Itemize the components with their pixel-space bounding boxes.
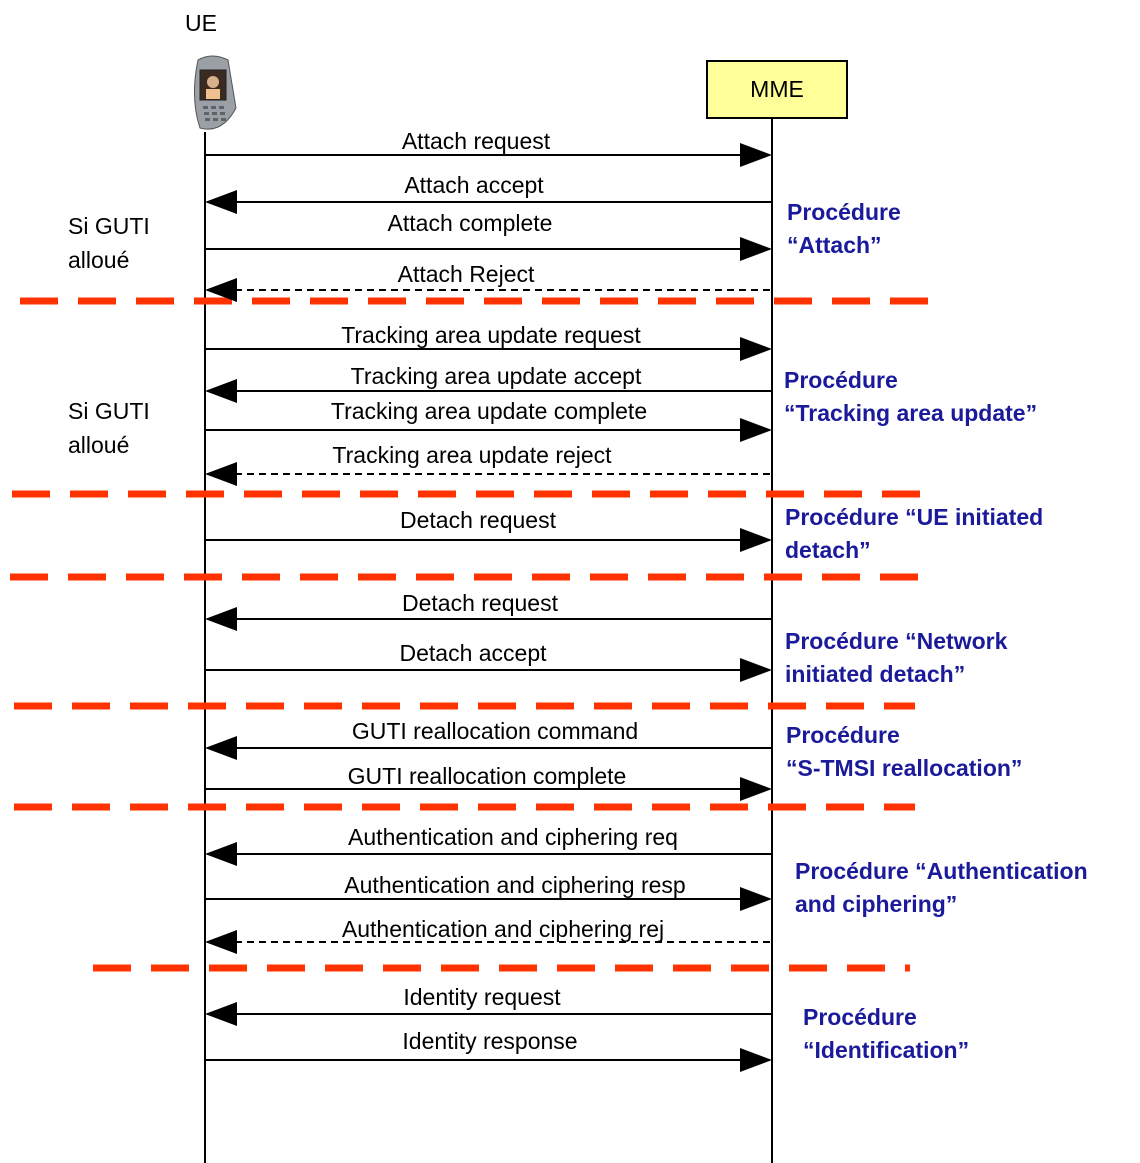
arrowhead (205, 278, 237, 302)
procedure-line: “Identification” (803, 1037, 970, 1063)
arrowhead (740, 418, 772, 442)
mme-label: MME (750, 76, 804, 102)
arrowhead (205, 462, 237, 486)
arrowhead (205, 842, 237, 866)
message-label: Attach accept (404, 172, 544, 198)
procedure-line: Procédure (803, 1004, 917, 1030)
message-label: Authentication and ciphering resp (344, 872, 686, 898)
message-label: Tracking area update reject (332, 442, 612, 468)
procedure-line: Procédure “Authentication (795, 858, 1088, 884)
arrowhead (205, 379, 237, 403)
arrowhead (740, 237, 772, 261)
procedure-line: Procédure (786, 722, 900, 748)
message-label: Tracking area update complete (330, 398, 648, 424)
procedure-label-network-detach: Procédure “Network initiated detach” (785, 625, 1007, 691)
arrowhead (740, 887, 772, 911)
message-label: Authentication and ciphering req (348, 824, 678, 850)
procedure-line: Procédure “Network (785, 628, 1008, 654)
procedure-line: “S-TMSI reallocation” (786, 755, 1023, 781)
arrowhead (740, 777, 772, 801)
message-label: Attach request (401, 128, 551, 154)
message-arrow (205, 607, 772, 631)
message-arrow (205, 1048, 772, 1072)
message-label: Identity request (403, 984, 561, 1010)
message-arrow (205, 143, 772, 167)
message-label: GUTI reallocation complete (347, 763, 627, 789)
mobile-phone-icon (193, 55, 237, 130)
note-line: alloué (68, 432, 130, 458)
procedure-label-attach: Procédure “Attach” (787, 196, 901, 262)
procedure-label-ue-detach: Procédure “UE initiated detach” (785, 501, 1043, 567)
arrowhead (740, 143, 772, 167)
arrowhead (205, 930, 237, 954)
message-arrow (205, 1002, 772, 1026)
message-arrow (205, 887, 772, 911)
procedure-line: initiated detach” (785, 661, 966, 687)
arrowhead (205, 736, 237, 760)
message-label: Attach Reject (397, 261, 535, 287)
message-label: Detach accept (399, 640, 547, 666)
arrowhead (740, 337, 772, 361)
arrowhead (740, 528, 772, 552)
arrowhead (740, 1048, 772, 1072)
message-arrow (205, 190, 772, 214)
message-arrow (205, 418, 772, 442)
message-label: GUTI reallocation command (351, 718, 639, 744)
arrowhead (740, 658, 772, 682)
procedure-line: detach” (785, 537, 871, 563)
message-label: Tracking area update request (341, 322, 641, 348)
procedure-line: Procédure (784, 367, 898, 393)
message-arrow (205, 658, 772, 682)
procedure-line: “Attach” (787, 232, 882, 258)
arrowhead (205, 607, 237, 631)
procedure-line: Procédure (787, 199, 901, 225)
reject-arrow (205, 278, 772, 302)
arrowhead (205, 190, 237, 214)
message-arrow (205, 842, 772, 866)
message-arrow (205, 736, 772, 760)
message-label: Identity response (402, 1028, 578, 1054)
message-arrow (205, 337, 772, 361)
note-line: Si GUTI (68, 213, 150, 239)
guti-note: Si GUTI alloué (68, 209, 150, 277)
message-label: Authentication and ciphering rej (341, 916, 665, 942)
arrowhead (205, 1002, 237, 1026)
message-arrow (205, 777, 772, 801)
note-line: alloué (68, 247, 130, 273)
procedure-label-auth: Procédure “Authentication and ciphering” (795, 855, 1088, 921)
message-arrow (205, 237, 772, 261)
procedure-label-tau: Procédure “Tracking area update” (784, 364, 1037, 430)
procedure-line: and ciphering” (795, 891, 958, 917)
procedure-line: “Tracking area update” (784, 400, 1038, 426)
reject-arrow (205, 462, 772, 486)
message-arrow (205, 528, 772, 552)
mme-box: MME (706, 60, 848, 119)
guti-note: Si GUTI alloué (68, 394, 150, 462)
procedure-label-identification: Procédure “Identification” (803, 1001, 969, 1067)
message-label: Attach complete (387, 210, 553, 236)
message-arrow (205, 379, 772, 403)
procedure-line: Procédure “UE initiated (785, 504, 1044, 530)
procedure-label-stmsi: Procédure “S-TMSI reallocation” (786, 719, 1022, 785)
note-line: Si GUTI (68, 398, 150, 424)
message-label: Tracking area update accept (350, 363, 642, 389)
reject-arrow (205, 930, 772, 954)
ue-label: UE (185, 10, 217, 36)
message-label: Detach request (400, 507, 556, 533)
message-label: Detach request (402, 590, 558, 616)
